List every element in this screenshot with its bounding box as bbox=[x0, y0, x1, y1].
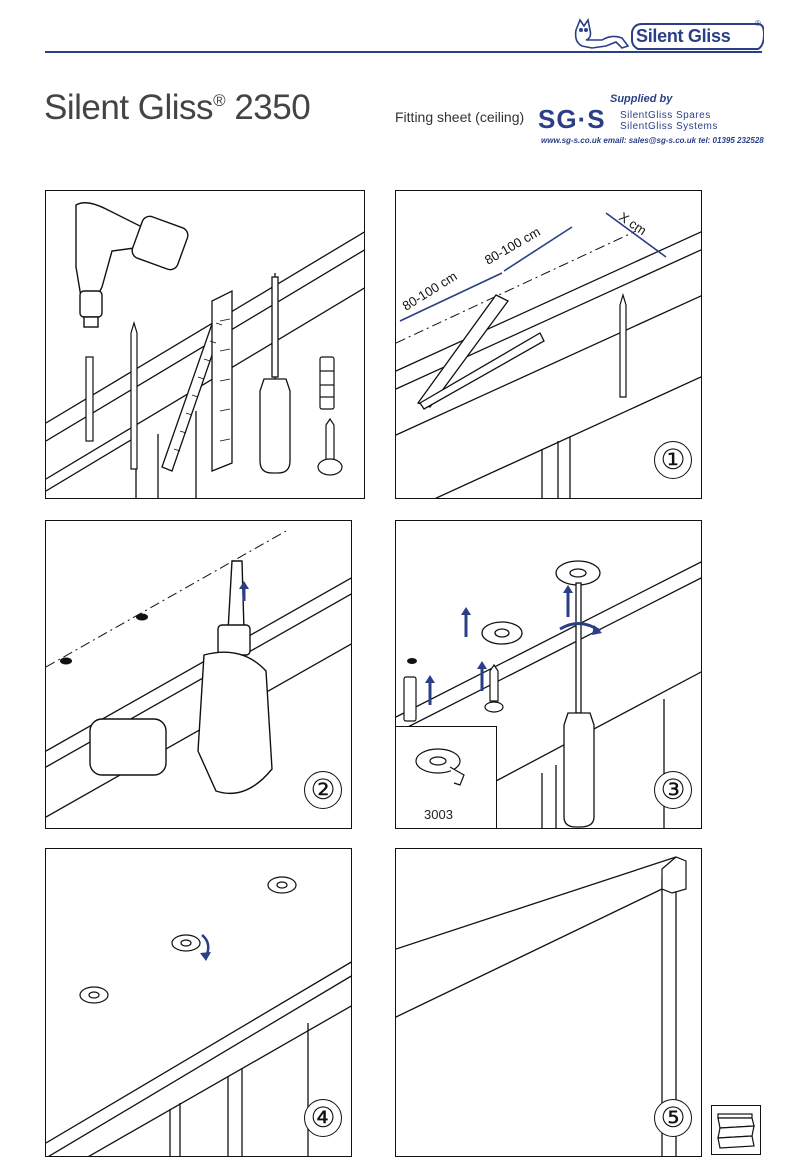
screw-icon bbox=[317, 417, 343, 476]
supplier-names: SilentGliss Spares SilentGliss Systems bbox=[620, 110, 718, 132]
wall-plug-icon bbox=[403, 676, 417, 722]
bracket-icon bbox=[481, 560, 601, 645]
supplier-mark: SG·S bbox=[538, 104, 606, 134]
panel-step-5: ⑤ bbox=[395, 848, 702, 1157]
folding-rule-icon bbox=[416, 294, 545, 410]
bracket-icon bbox=[79, 876, 297, 1004]
supplier-line-2: SilentGliss Systems bbox=[620, 121, 718, 132]
drill-icon bbox=[89, 560, 273, 795]
page-title: Silent Gliss® 2350 bbox=[44, 88, 311, 127]
drill-icon bbox=[75, 202, 189, 328]
supplied-by-label: Supplied by bbox=[610, 93, 673, 105]
pencil-icon bbox=[619, 292, 627, 398]
pencil-icon bbox=[130, 320, 138, 470]
step-number-2: ② bbox=[304, 771, 342, 809]
supplier-contact: www.sg-s.co.uk email: sales@sg-s.co.uk t… bbox=[541, 136, 764, 145]
bracket-icon bbox=[415, 748, 465, 786]
screwdriver-icon bbox=[259, 273, 291, 474]
registered-mark: ® bbox=[755, 19, 761, 28]
dimension-right: X cm bbox=[616, 209, 649, 238]
step-number-1: ① bbox=[654, 441, 692, 479]
part-number-label: 3003 bbox=[424, 807, 453, 822]
panel-step-4: ④ bbox=[45, 848, 352, 1157]
supplier-line-1: SilentGliss Spares bbox=[620, 110, 711, 121]
header-rule bbox=[45, 51, 762, 53]
wall-plug-icon bbox=[319, 356, 335, 410]
page-subtitle: Fitting sheet (ceiling) bbox=[395, 109, 525, 125]
screw-icon bbox=[484, 663, 504, 713]
inset-part-3003: 3003 bbox=[396, 726, 497, 828]
folding-rule-icon bbox=[161, 289, 233, 472]
step-number-4: ④ bbox=[304, 1099, 342, 1137]
panel-tools bbox=[45, 190, 365, 499]
screwdriver-icon bbox=[563, 582, 595, 828]
arrow-up-icon bbox=[428, 591, 570, 705]
panel-step-3: 3003 ③ bbox=[395, 520, 702, 829]
brand-logo-text: Silent Gliss bbox=[636, 26, 731, 46]
step-number-5: ⑤ bbox=[654, 1099, 692, 1137]
step-number-3: ③ bbox=[654, 771, 692, 809]
dimension-mid: 80-100 cm bbox=[482, 224, 543, 268]
panel-step-2: ② bbox=[45, 520, 352, 829]
blind-headrail-icon bbox=[661, 856, 687, 894]
drill-bit-icon bbox=[85, 356, 94, 442]
roman-blind-icon bbox=[711, 1105, 761, 1155]
panel-step-1: 80-100 cm 80-100 cm X cm ① bbox=[395, 190, 702, 499]
